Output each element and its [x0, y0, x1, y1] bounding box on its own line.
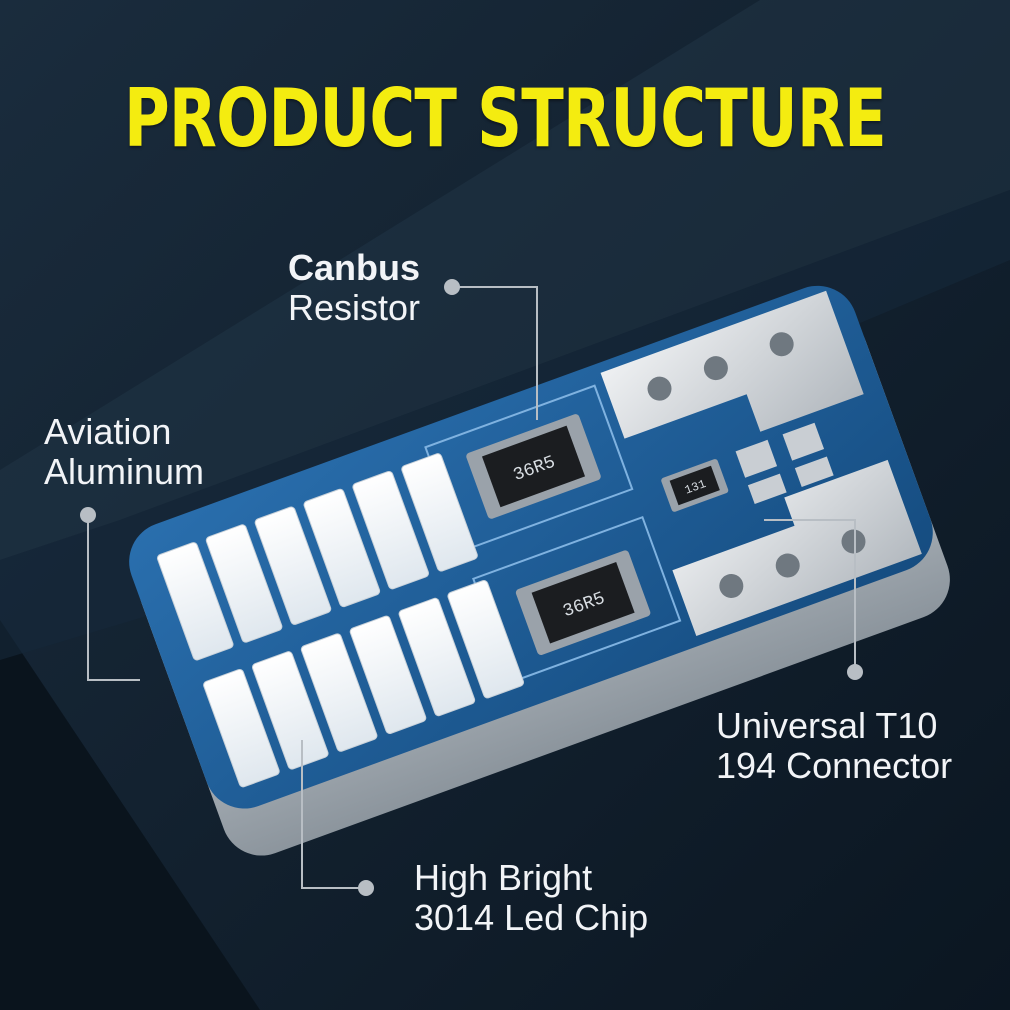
label-line: Aluminum: [44, 451, 205, 492]
label-line: High Bright: [414, 857, 593, 898]
led-chip: [205, 524, 283, 643]
led-chip: [303, 488, 381, 608]
led-row-upper: [156, 453, 478, 661]
led-chip: [252, 651, 329, 770]
callout-canbus: [452, 286, 538, 420]
led-chip: [349, 615, 427, 734]
led-row-lower: [203, 580, 524, 788]
callout-aviation: [87, 515, 140, 681]
callout-high: [301, 740, 366, 889]
label-led-chip: High Bright 3014 Led Chip: [414, 858, 648, 938]
label-canbus-resistor: Canbus Resistor: [288, 248, 420, 328]
label-line: 3014 Led Chip: [414, 897, 649, 938]
solder-pad: [794, 456, 834, 487]
callout-dot: [358, 880, 374, 896]
label-line: 194 Connector: [716, 745, 953, 786]
label-aviation-aluminum: Aviation Aluminum: [44, 412, 204, 492]
label-line: Universal T10: [716, 705, 938, 746]
connector-pad-top: [600, 290, 864, 439]
background-facet: [0, 620, 260, 1010]
canbus-resistor: 36R5: [466, 414, 601, 519]
small-resistor: 131: [661, 459, 729, 512]
callout-dot: [80, 507, 96, 523]
led-chip: [401, 453, 478, 572]
led-chip: [254, 506, 332, 625]
solder-pad: [735, 439, 778, 478]
canbus-resistor: 36R5: [515, 550, 651, 655]
background-facet: [0, 0, 1010, 560]
led-chip: [203, 668, 280, 788]
led-chip: [398, 597, 476, 717]
led-chip: [156, 542, 234, 661]
label-universal-connector: Universal T10 194 Connector: [716, 706, 952, 786]
led-chip: [300, 633, 378, 752]
solder-pad: [747, 473, 787, 505]
callout-dot: [444, 279, 460, 295]
callout-dot: [847, 664, 863, 680]
callout-universal: [764, 519, 856, 672]
page-title: PRODUCT STRUCTURE: [123, 72, 887, 165]
led-chip: [352, 470, 429, 590]
label-line: Aviation: [44, 411, 172, 452]
solder-pad: [782, 422, 825, 461]
connector-pad-bottom: [672, 459, 922, 636]
label-line: Canbus: [288, 247, 421, 288]
led-chip: [447, 580, 524, 699]
resistor-marking: 131: [683, 477, 708, 498]
led-module: 36R5 36R5 131: [129, 285, 950, 856]
label-line: Resistor: [288, 287, 421, 328]
